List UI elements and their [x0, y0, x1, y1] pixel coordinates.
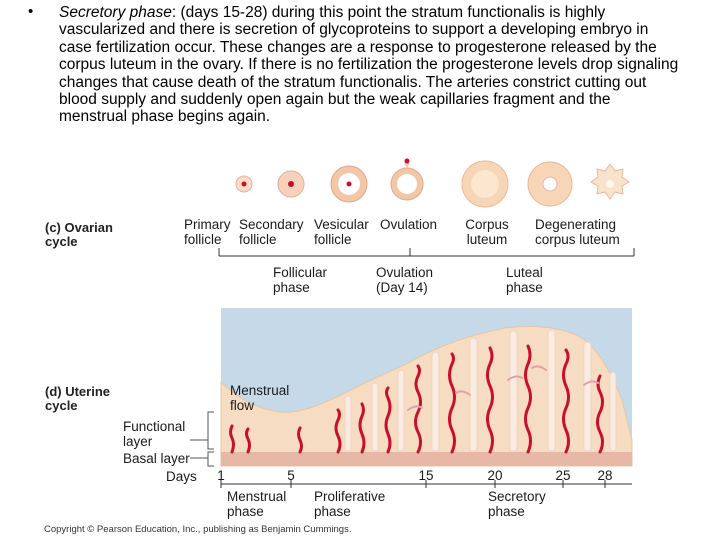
stage-line1: Primary — [184, 218, 231, 233]
vesicular-follicle-image — [331, 166, 367, 202]
day-tick-5: 5 — [283, 469, 299, 484]
phase-proliferative: Proliferative phase — [314, 490, 385, 519]
ovarian-follicles — [236, 159, 629, 208]
stage-vesicular-follicle: Vesicular follicle — [314, 218, 369, 247]
phase-line2: phase — [227, 505, 286, 520]
phase-follicular: Follicular phase — [273, 266, 327, 295]
ovarian-cycle-word: cycle — [45, 235, 113, 249]
basal-layer-band — [221, 452, 632, 466]
menstrual-flow-line1: Menstrual — [230, 384, 289, 399]
phase-line1: Menstrual — [227, 490, 286, 505]
uterine-cycle-heading: (d) Uterine cycle — [45, 385, 110, 413]
phase-line1: Secretory — [488, 490, 546, 505]
day-tick-15: 15 — [414, 469, 438, 484]
phase-ovulation-day14: Ovulation (Day 14) — [376, 266, 433, 295]
stage-line1: Corpus — [458, 218, 516, 233]
phase-line1: Proliferative — [314, 490, 385, 505]
day-tick-20: 20 — [483, 469, 507, 484]
primary-follicle-image — [236, 176, 252, 192]
stage-degenerating-corpus-luteum: Degenerating corpus luteum — [535, 218, 620, 247]
stage-secondary-follicle: Secondary follicle — [239, 218, 304, 247]
stage-line2: corpus luteum — [535, 233, 620, 248]
phase-line1: Ovulation — [376, 266, 433, 281]
uterine-cycle-letter: (d) Uterine — [45, 385, 110, 399]
menstrual-flow-label: Menstrual flow — [230, 384, 289, 413]
phase-luteal: Luteal phase — [506, 266, 543, 295]
stage-line1: Degenerating — [535, 218, 620, 233]
functional-layer-line2: layer — [123, 435, 185, 450]
copyright-notice: Copyright © Pearson Education, Inc., pub… — [44, 524, 351, 535]
stage-line2: follicle — [314, 233, 369, 248]
ovarian-cycle-letter: (c) Ovarian — [45, 221, 113, 235]
menstrual-flow-line2: flow — [230, 399, 289, 414]
phase-line1: Luteal — [506, 266, 543, 281]
corpus-luteum-image — [462, 161, 508, 207]
stage-ovulation: Ovulation — [380, 218, 437, 233]
stage-line1: Ovulation — [380, 218, 437, 233]
ovulation-image — [391, 159, 423, 201]
uterine-cycle-word: cycle — [45, 399, 110, 413]
degenerating-corpus-luteum-image — [591, 164, 629, 199]
stage-line2: follicle — [184, 233, 231, 248]
phase-line2: phase — [488, 505, 546, 520]
phase-secretory: Secretory phase — [488, 490, 546, 519]
functional-layer-label: Functional layer — [123, 420, 185, 449]
stage-primary-follicle: Primary follicle — [184, 218, 231, 247]
corpus-luteum-2-image — [528, 162, 572, 206]
ovarian-phase-bracket — [219, 248, 634, 256]
ovarian-cycle-heading: (c) Ovarian cycle — [45, 221, 113, 249]
days-label: Days — [166, 470, 197, 485]
day-tick-25: 25 — [551, 469, 575, 484]
phase-line2: (Day 14) — [376, 281, 433, 296]
phase-line2: phase — [314, 505, 385, 520]
stage-corpus-luteum: Corpus luteum — [458, 218, 516, 247]
stage-line2: luteum — [458, 233, 516, 248]
basal-layer-label: Basal layer — [123, 452, 190, 467]
stage-line1: Secondary — [239, 218, 304, 233]
functional-layer-line1: Functional — [123, 420, 185, 435]
phase-line2: phase — [506, 281, 543, 296]
stage-line1: Vesicular — [314, 218, 369, 233]
phase-line1: Follicular — [273, 266, 327, 281]
secondary-follicle-image — [278, 171, 304, 197]
stage-line2: follicle — [239, 233, 304, 248]
phase-menstrual: Menstrual phase — [227, 490, 286, 519]
phase-line2: phase — [273, 281, 327, 296]
day-tick-1: 1 — [213, 469, 229, 484]
day-tick-28: 28 — [593, 469, 617, 484]
